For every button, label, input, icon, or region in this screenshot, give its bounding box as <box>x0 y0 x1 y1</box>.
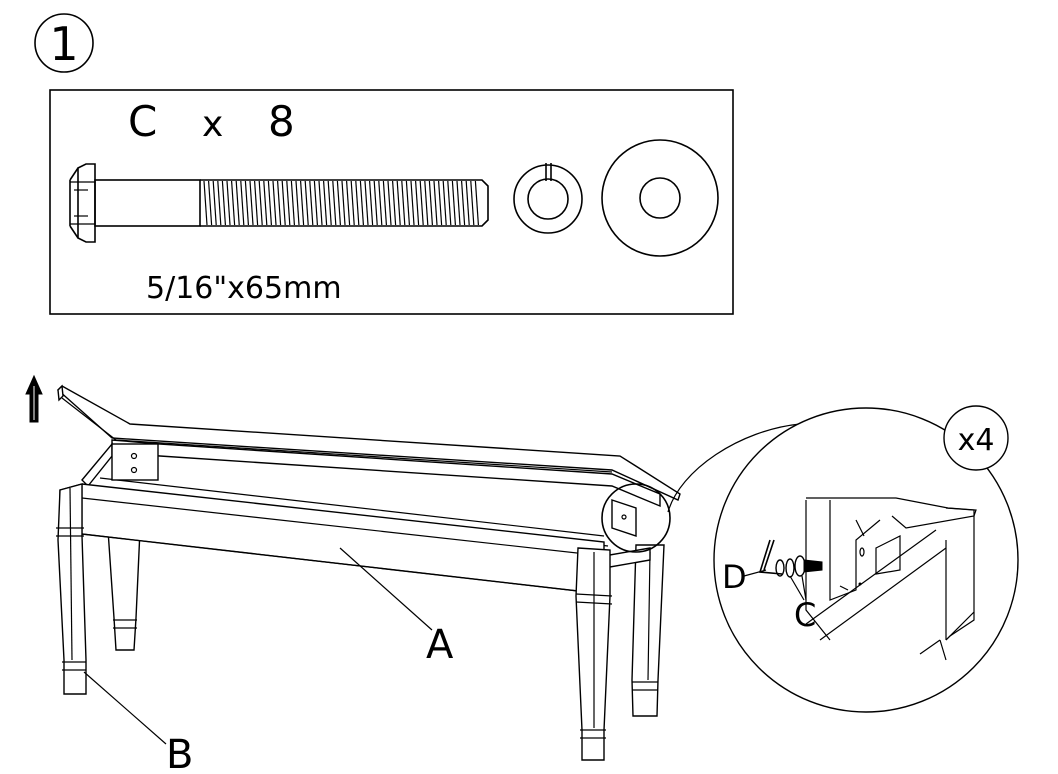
bolt-size-label: 5/16"x65mm <box>146 271 342 306</box>
thread-line <box>364 180 369 226</box>
thread-line <box>341 180 346 226</box>
thread-line <box>415 180 420 226</box>
thread-line <box>295 180 300 226</box>
thread-line <box>474 180 479 226</box>
lock-washer-icon <box>513 163 583 234</box>
thread-line <box>254 180 259 226</box>
hardware-multiply-sign: x <box>202 104 223 145</box>
thread-line <box>281 180 286 226</box>
thread-line <box>263 180 268 226</box>
thread-line <box>267 180 272 226</box>
thread-line <box>217 180 222 226</box>
seat-frame <box>59 439 661 595</box>
thread-line <box>378 180 383 226</box>
thread-line <box>442 180 447 226</box>
thread-line <box>359 180 364 226</box>
thread-line <box>438 180 443 226</box>
thread-line <box>424 180 429 226</box>
callout-a-label: A <box>426 622 454 668</box>
thread-line <box>387 180 392 226</box>
callout-c-label: C <box>794 596 816 634</box>
thread-line <box>272 180 277 226</box>
thread-line <box>401 180 406 226</box>
bolt-thread <box>203 180 479 226</box>
bench-illustration <box>56 384 681 761</box>
thread-line <box>304 180 309 226</box>
front-right-leg <box>575 547 613 761</box>
callout-a: A <box>339 547 454 668</box>
thread-line <box>249 180 254 226</box>
thread-line <box>405 180 410 226</box>
repeat-badge <box>943 405 1009 471</box>
thread-line <box>419 180 424 226</box>
hardware-quantity: 8 <box>268 97 295 146</box>
thread-line <box>382 180 387 226</box>
thread-line <box>456 180 461 226</box>
bench-lid <box>56 384 681 501</box>
thread-line <box>203 180 208 226</box>
thread-line <box>323 180 328 226</box>
back-right-leg <box>631 544 665 717</box>
thread-line <box>451 180 456 226</box>
flat-washer-icon <box>601 139 719 257</box>
zoom-detail: C D x4 <box>667 405 1019 713</box>
thread-line <box>258 180 263 226</box>
thread-line <box>428 180 433 226</box>
thread-line <box>332 180 337 226</box>
thread-line <box>221 180 226 226</box>
step-number: 1 <box>49 17 78 71</box>
up-arrow-icon <box>25 374 43 423</box>
zoom-frame <box>805 497 977 661</box>
thread-line <box>433 180 438 226</box>
callout-b: B <box>83 671 193 774</box>
thread-line <box>226 180 231 226</box>
thread-line <box>208 180 213 226</box>
thread-line <box>240 180 245 226</box>
thread-line <box>336 180 341 226</box>
thread-line <box>318 180 323 226</box>
thread-line <box>286 180 291 226</box>
zoom-bolt-icon <box>775 555 823 578</box>
thread-line <box>396 180 401 226</box>
detail-marker <box>601 483 671 553</box>
thread-line <box>369 180 374 226</box>
thread-line <box>392 180 397 226</box>
thread-line <box>461 180 466 226</box>
thread-line <box>313 180 318 226</box>
thread-line <box>309 180 314 226</box>
thread-line <box>465 180 470 226</box>
thread-line <box>350 180 355 226</box>
thread-line <box>470 180 475 226</box>
callout-b-label: B <box>166 732 193 774</box>
thread-line <box>235 180 240 226</box>
repeat-label: x4 <box>958 423 995 458</box>
thread-line <box>373 180 378 226</box>
hardware-box: C x 8 5/16"x6 <box>49 89 734 315</box>
thread-line <box>355 180 360 226</box>
thread-line <box>447 180 452 226</box>
thread-line <box>244 180 249 226</box>
thread-line <box>290 180 295 226</box>
thread-line <box>410 180 415 226</box>
thread-line <box>212 180 217 226</box>
back-left-leg <box>107 529 141 651</box>
callout-d-label: D <box>722 558 747 596</box>
thread-line <box>346 180 351 226</box>
thread-line <box>277 180 282 226</box>
thread-line <box>327 180 332 226</box>
thread-line <box>300 180 305 226</box>
front-left-leg <box>56 483 87 695</box>
thread-line <box>231 180 236 226</box>
hardware-part-label: C <box>128 97 157 146</box>
zoom-circle <box>713 407 1019 713</box>
bolt-icon <box>69 163 489 243</box>
step-badge: 1 <box>34 13 94 73</box>
